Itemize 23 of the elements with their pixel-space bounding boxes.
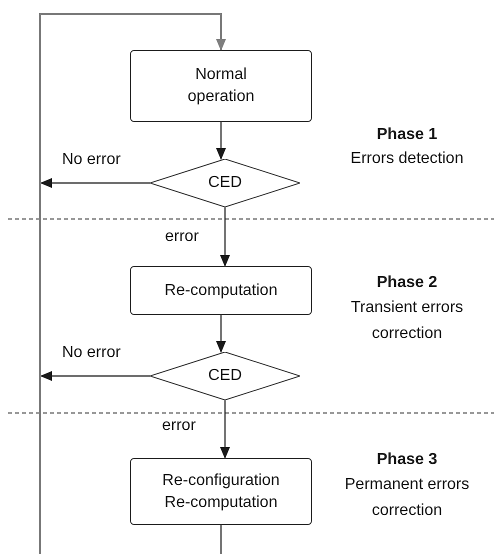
process-box (130, 50, 312, 122)
arrow (39, 13, 226, 554)
arrow (220, 207, 230, 267)
node-label: CED (208, 366, 242, 386)
process-box (130, 266, 312, 315)
phase-title: Phase 3 (376, 450, 438, 470)
node-label: Re-configuration Re-computation (161, 470, 281, 512)
decision-diamond (150, 352, 300, 400)
process-box (130, 458, 312, 525)
arrow (216, 315, 226, 353)
node-label: CED (208, 173, 242, 193)
phase-description: Transient errors correction (350, 298, 464, 344)
arrow (220, 400, 230, 459)
phase-title: Phase 2 (376, 273, 438, 293)
decision-diamond (150, 159, 300, 207)
arrow (216, 122, 226, 160)
phase-title: Phase 1 (376, 125, 438, 145)
arrow (40, 371, 150, 381)
phase-description: Errors detection (350, 149, 464, 169)
arrow (40, 178, 150, 188)
phase-description: Permanent errors correction (344, 475, 470, 521)
node-label: Normal operation (186, 65, 256, 107)
node-label: Re-computation (164, 280, 278, 300)
